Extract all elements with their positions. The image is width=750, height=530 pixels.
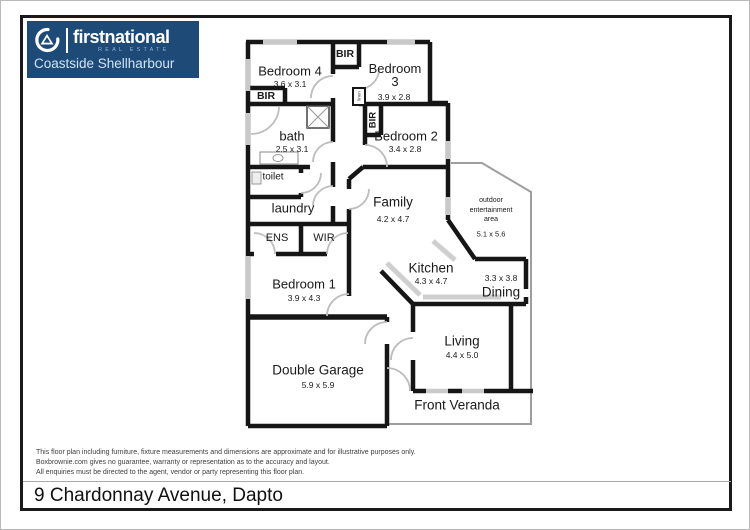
- basin: [272, 154, 284, 162]
- disclaimer-line-2: Boxbrownie.com gives no guarantee, warra…: [36, 459, 330, 466]
- bath-fixtures: [251, 87, 366, 185]
- room-dims-garage: 5.9 x 5.9: [301, 380, 335, 390]
- windows: [245, 39, 484, 394]
- room-dims-bedroom1: 3.9 x 4.3: [287, 293, 321, 303]
- closet-label-bir-top: BIR: [335, 48, 355, 60]
- room-dims-bedroom3: 3.9 x 2.8: [377, 92, 411, 102]
- room-label-wir: WIR: [313, 232, 335, 244]
- room-label-bedroom1: Bedroom 1: [272, 276, 336, 292]
- room-label-bedroom3: Bedroom 3: [368, 61, 422, 89]
- closet-label-linen: linen: [356, 91, 362, 101]
- outdoor-outline: [387, 162, 532, 425]
- room-label-bedroom2: Bedroom 2: [374, 128, 438, 144]
- room-label-ens: ENS: [265, 232, 289, 244]
- vanity: [259, 151, 299, 165]
- firstnational-swirl-icon: [35, 27, 60, 52]
- room-label-laundry: laundry: [271, 200, 315, 216]
- disclaimer-line-1: This floor plan including furniture, fix…: [36, 449, 416, 456]
- kitchen-counters: [385, 239, 501, 300]
- page-border-frame: [20, 15, 732, 511]
- toilet-fixture: [251, 171, 262, 185]
- closet-label-bir-vertical: BIR: [367, 111, 379, 129]
- room-label-bath: bath: [279, 128, 305, 144]
- room-label-toilet: toilet: [262, 171, 284, 183]
- disclaimer-text: This floor plan including furniture, fix…: [36, 448, 416, 478]
- property-address: 9 Chardonnay Avenue, Dapto: [34, 485, 283, 506]
- room-dims-bath: 2.5 x 3.1: [275, 144, 309, 154]
- linen-closet: [352, 87, 366, 106]
- room-dims-living: 4.4 x 5.0: [445, 350, 479, 360]
- room-label-veranda: Front Veranda: [414, 397, 500, 413]
- shower-cross: [306, 105, 330, 129]
- room-label-kitchen: Kitchen: [408, 260, 454, 276]
- agency-logo: firstnational REAL ESTATE Coastside Shel…: [27, 21, 199, 78]
- room-label-dining: Dining: [481, 284, 521, 300]
- disclaimer-line-3: All enquiries must be directed to the ag…: [36, 469, 305, 476]
- closet-label-bir-left: BIR: [256, 90, 276, 102]
- footer-divider: [23, 481, 731, 482]
- room-label-garage: Double Garage: [272, 362, 364, 378]
- room-dims-family: 4.2 x 4.7: [376, 214, 410, 224]
- room-dims-bedroom2: 3.4 x 2.8: [388, 144, 422, 154]
- room-dims-dining: 3.3 x 3.8: [484, 273, 518, 283]
- room-dims-kitchen: 4.3 x 4.7: [414, 276, 448, 286]
- office-name: Coastside Shellharbour: [34, 56, 175, 71]
- room-label-bedroom4: Bedroom 4: [258, 63, 322, 79]
- room-label-outdoor: outdoor entertainment area: [469, 196, 513, 223]
- room-dims-outdoor: 5.1 x 5.6: [476, 229, 506, 239]
- logo-divider: [66, 27, 68, 53]
- brand-name: firstnational: [73, 26, 170, 47]
- brand-subtitle: REAL ESTATE: [98, 46, 170, 53]
- room-dims-bedroom4: 3.6 x 3.1: [273, 79, 307, 89]
- logo-top-row: firstnational REAL ESTATE: [27, 21, 199, 55]
- room-label-family: Family: [373, 194, 413, 210]
- room-label-living: Living: [444, 333, 480, 349]
- door-arcs: [250, 68, 414, 392]
